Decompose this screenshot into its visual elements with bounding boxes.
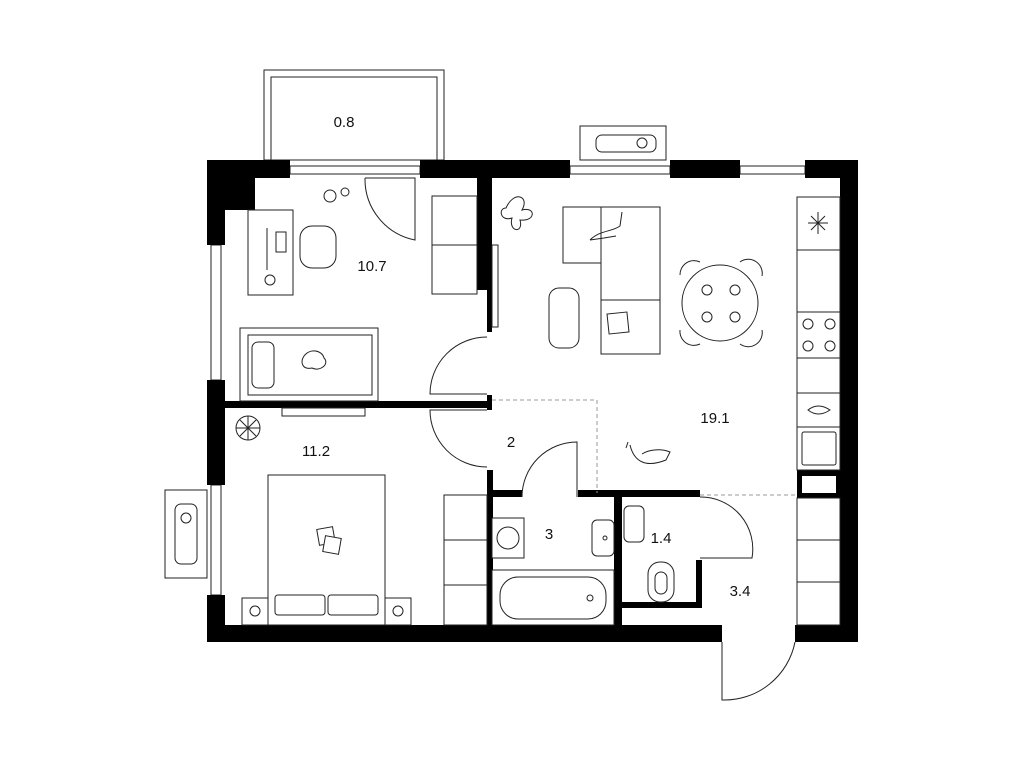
doors — [364, 177, 796, 701]
stove-burner — [802, 340, 814, 352]
toys-icon — [340, 187, 350, 197]
room-area-bathroom: 3 — [545, 526, 553, 543]
dining-table — [679, 258, 763, 348]
room-area-bedroom: 11.2 — [302, 443, 330, 460]
coffee-table — [548, 287, 580, 349]
plant-icon — [500, 196, 533, 230]
sink — [591, 519, 615, 557]
toys-icon — [301, 350, 327, 370]
room-area-corridor: 2 — [507, 434, 515, 451]
chair — [299, 225, 337, 269]
snowflake-icon — [808, 212, 828, 234]
toys-icon — [323, 189, 337, 203]
desk — [247, 209, 294, 296]
plant-icon — [235, 415, 261, 441]
toilet-sink — [623, 505, 645, 543]
walls — [207, 160, 858, 642]
kids-bed — [239, 327, 379, 402]
double-bed — [241, 474, 412, 626]
stove-burner — [824, 318, 836, 330]
room-labels: 0.8 10.7 19.1 11.2 2 3 1.4 3.4 — [302, 114, 750, 600]
zone-border — [492, 399, 598, 493]
wardrobe-kids — [431, 195, 478, 295]
room-area-hallway: 3.4 — [730, 583, 751, 600]
tv-living — [491, 244, 499, 328]
tv-bedroom — [281, 407, 366, 417]
balcony — [263, 69, 445, 161]
drop-icon — [807, 405, 831, 415]
stove-burner — [802, 318, 814, 330]
dog-icon — [625, 441, 671, 464]
wardrobe-bedroom — [443, 494, 488, 626]
kitchen-counter — [796, 196, 841, 471]
room-area-kids-room: 10.7 — [357, 258, 386, 275]
bathtub — [491, 569, 615, 626]
sofa — [562, 206, 661, 355]
stove-burner — [824, 340, 836, 352]
ac-unit-top — [579, 125, 667, 161]
hall-wardrobe — [796, 497, 841, 626]
toilet — [647, 561, 675, 603]
washing-machine — [491, 517, 525, 559]
room-area-balcony: 0.8 — [334, 114, 355, 131]
room-area-toilet: 1.4 — [651, 530, 672, 547]
ac-unit-left — [164, 489, 208, 579]
room-area-living-kitchen: 19.1 — [700, 410, 729, 427]
cat-icon — [589, 211, 623, 241]
